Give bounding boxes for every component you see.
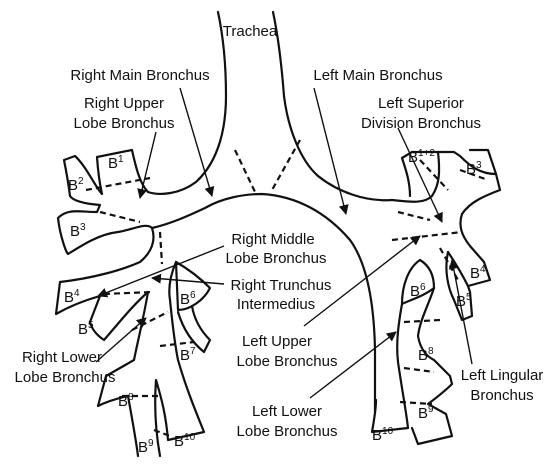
right-b8-label: B8 — [118, 392, 134, 410]
left-upper-lobe-label-2: Lobe Bronchus — [237, 353, 338, 370]
right-b5-label: B5 — [78, 320, 94, 338]
left-b9-label: B9 — [418, 404, 434, 422]
right-lower-lobe-label-2: Lobe Bronchus — [15, 369, 116, 386]
left-b6-label: B6 — [410, 282, 426, 300]
left-superior-division-label-1: Left Superior — [378, 95, 464, 112]
trachea-label: Trachea — [223, 23, 278, 40]
right-main-bronchus-label: Right Main Bronchus — [70, 67, 209, 84]
right-lower-lobe-label-1: Right Lower — [22, 349, 102, 366]
right-intermediate-outer — [56, 228, 154, 340]
trachea-right-wall — [273, 12, 392, 200]
left-b10-label: B10 — [372, 426, 394, 444]
left-main-bronchus-label: Left Main Bronchus — [313, 67, 442, 84]
right-b10-label: B10 — [174, 432, 196, 450]
left-lower-lobe-label-2: Lobe Bronchus — [237, 423, 338, 440]
left-superior-division-label-2: Division Bronchus — [361, 115, 481, 132]
right-upper-lobe-label-1: Right Upper — [84, 95, 164, 112]
right-middle-lobe-label-2: Lobe Bronchus — [226, 250, 327, 267]
right-b9-label: B9 — [138, 438, 154, 456]
bronchus-labels: Trachea Right Main Bronchus Left Main Br… — [15, 23, 544, 440]
right-truncus-intermedius-label-2: Intermedius — [237, 296, 315, 313]
left-upper-lobe-label-1: Left Upper — [242, 333, 312, 350]
right-upper-lobe-label-2: Lobe Bronchus — [74, 115, 175, 132]
right-middle-lobe-label-1: Right Middle — [231, 231, 314, 248]
right-b3-label: B3 — [70, 222, 86, 240]
left-lingular-label-2: Bronchus — [470, 387, 533, 404]
right-b2-label: B2 — [68, 176, 84, 194]
right-b7-label: B7 — [180, 346, 196, 364]
left-lingular-label-1: Left Lingular — [461, 367, 544, 384]
right-truncus-intermedius-label-1: Right Trunchus — [231, 277, 332, 294]
left-lower-inner-stem — [372, 304, 408, 432]
left-b4-label: B4 — [470, 264, 486, 282]
left-b5-label: B5 — [456, 292, 472, 310]
left-b8-label: B8 — [418, 346, 434, 364]
right-b1-label: B1 — [108, 154, 124, 172]
left-lower-lobe-label-1: Left Lower — [252, 403, 322, 420]
left-b3-label: B3 — [466, 160, 482, 178]
